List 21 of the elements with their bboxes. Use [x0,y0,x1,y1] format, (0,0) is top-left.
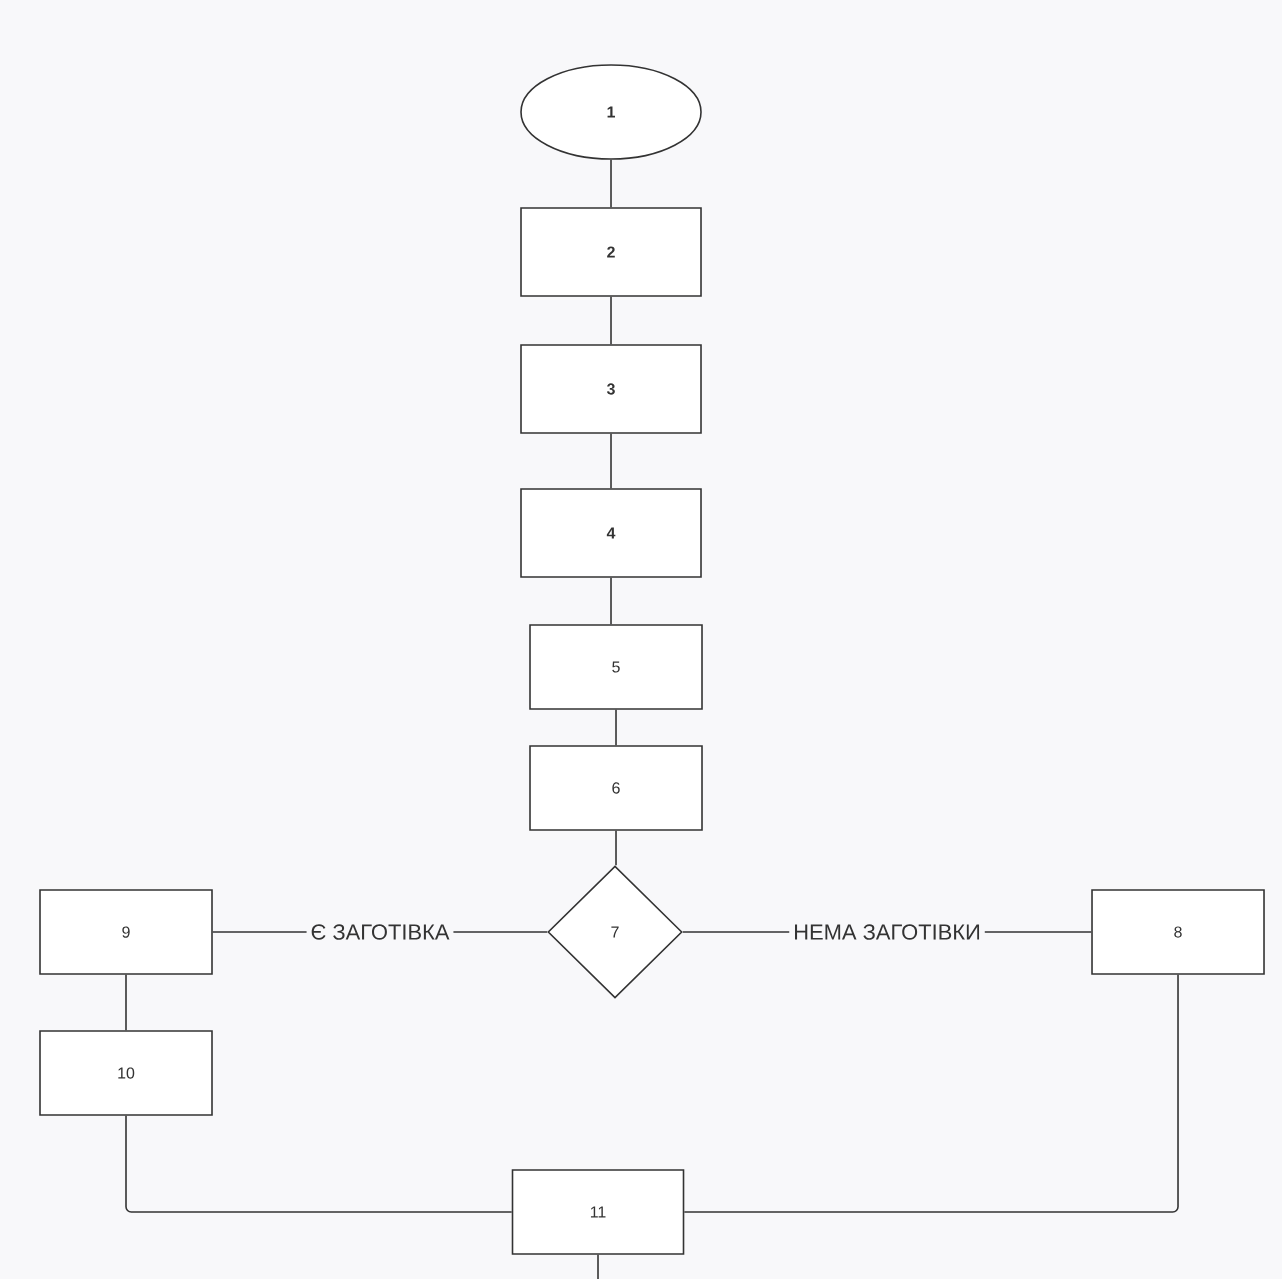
process-box: 3 [520,344,702,434]
process-box: 4 [520,488,702,578]
edge-label: Є ЗАГОТІВКА [306,920,454,944]
connector-line [125,1115,513,1213]
process-box: 9 [39,889,213,975]
connector-line [610,433,612,489]
connector-line [615,830,617,866]
process-box: 5 [529,624,703,710]
connector-line [615,709,617,746]
connector-line [610,296,612,345]
process-box: 8 [1091,889,1265,975]
edge-label: НЕМА ЗАГОТІВКИ [789,920,985,944]
connector-line [125,974,127,1031]
connector-line [597,1254,599,1279]
process-box: 6 [529,745,703,831]
connector-line [610,159,612,208]
process-box: 11 [511,1169,685,1255]
process-box: 10 [39,1030,213,1116]
connector-line [610,577,612,625]
process-box: 2 [520,207,702,297]
connector-line [683,974,1179,1213]
